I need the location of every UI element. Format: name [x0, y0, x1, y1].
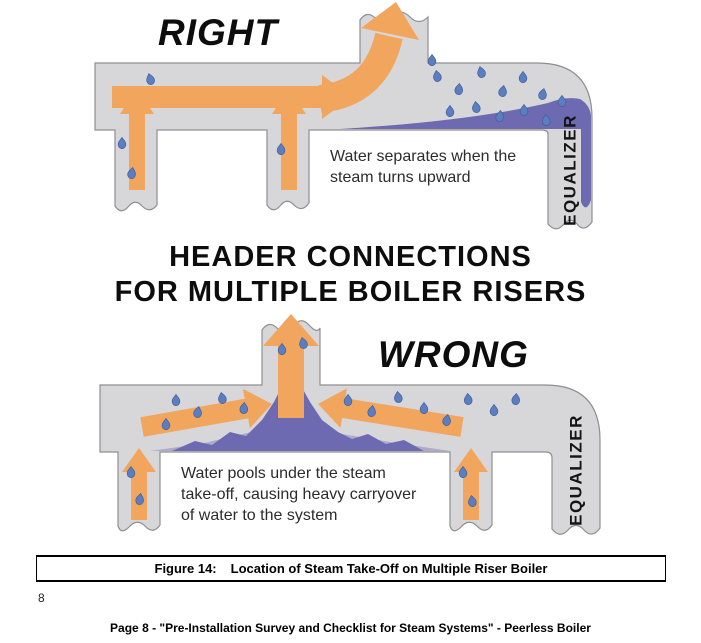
- steam-arrow-riser1-up: [120, 88, 154, 190]
- right-caption-line-1: Water separates when the: [330, 148, 517, 165]
- right-steam-arrows: [112, 2, 419, 190]
- wrong-diagram-title: WRONG: [378, 334, 529, 375]
- wrong-caption-line-1: Water pools under the steam: [181, 465, 386, 482]
- water-wedge: [340, 103, 548, 129]
- wrong-caption-line-3: of water to the system: [181, 507, 338, 524]
- footer-text: Page 8 - "Pre-Installation Survey and Ch…: [110, 621, 591, 635]
- steam-arrow-header-left-to-center: [140, 388, 272, 437]
- steam-arrow-takeoff-curve: [317, 32, 403, 113]
- steam-arrow-takeoff-head: [361, 2, 419, 40]
- wrong-diagram-caption: Water pools under the steam take-off, ca…: [181, 463, 416, 526]
- steam-arrow-riser2-up: [272, 88, 306, 190]
- steam-arrow-riser2-up: [454, 448, 488, 520]
- heading-line-1: HEADER CONNECTIONS: [169, 241, 532, 273]
- right-diagram-title: RIGHT: [158, 12, 279, 53]
- right-diagram-caption: Water separates when the steam turns upw…: [330, 146, 516, 188]
- equalizer-label-bottom: EQUALIZER: [567, 414, 586, 526]
- page-number: 8: [38, 591, 45, 605]
- right-pipe-assembly: [94, 11, 593, 230]
- steam-arrow-riser1-up: [122, 448, 156, 520]
- right-caption-line-2: steam turns upward: [330, 169, 471, 186]
- steam-arrow-header-right-to-center: [318, 388, 464, 437]
- droplet-icon: [427, 54, 437, 66]
- water-equalizer-streak: [568, 99, 591, 208]
- heading-line-2: FOR MULTIPLE BOILER RISERS: [114, 276, 587, 308]
- equalizer-label-top: EQUALIZER: [561, 114, 580, 226]
- figure-caption-label: Figure 14:: [154, 561, 217, 576]
- main-heading: HEADER CONNECTIONS FOR MULTIPLE BOILER R…: [0, 240, 701, 310]
- wrong-caption-line-2: take-off, causing heavy carryover: [181, 486, 417, 503]
- wrong-steam-arrows-sides: [122, 388, 488, 520]
- figure-caption-box: Figure 14: Location of Steam Take-Off on…: [36, 555, 666, 582]
- figure-caption-text: Location of Steam Take-Off on Multiple R…: [230, 561, 548, 576]
- right-water-layer: [340, 98, 591, 208]
- steam-arrow-header-right: [112, 75, 352, 119]
